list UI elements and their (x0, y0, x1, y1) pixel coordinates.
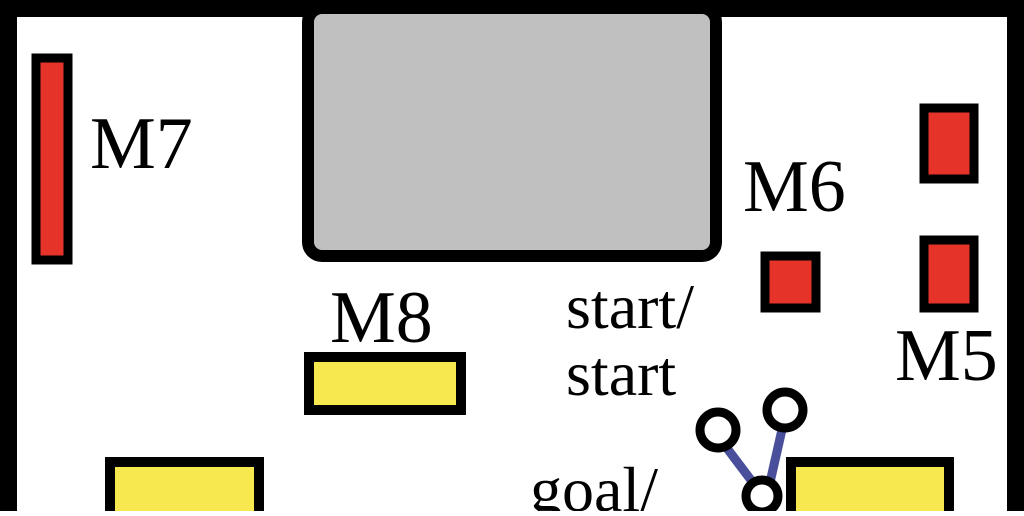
label-goal-line1: goal/ (530, 454, 658, 511)
marker-bottom-left (105, 457, 264, 516)
marker-m8 (304, 352, 466, 415)
label-start-line1: start/ (566, 271, 694, 342)
marker-bottom-right (786, 457, 954, 516)
goal-circle (741, 475, 783, 516)
label-m7: M7 (90, 103, 193, 185)
red-markers (31, 53, 979, 313)
marker-m6-upper (919, 103, 979, 184)
marker-m6 (760, 251, 821, 313)
start-circle-left (695, 407, 741, 453)
marker-m7 (31, 53, 73, 265)
marker-m5 (919, 235, 979, 313)
right-wall (1007, 0, 1024, 511)
central-obstacle (302, 2, 722, 262)
start-circle-right (762, 387, 808, 433)
label-start-line2: start (566, 338, 676, 409)
label-m6: M6 (743, 146, 846, 228)
labels: M7 M6 M8 M5 start/ start goal/ (90, 103, 998, 516)
label-m5: M5 (895, 315, 998, 397)
waypoint-circles (695, 387, 808, 516)
left-wall (0, 0, 17, 511)
yellow-markers (105, 352, 954, 516)
label-m8: M8 (330, 277, 433, 359)
